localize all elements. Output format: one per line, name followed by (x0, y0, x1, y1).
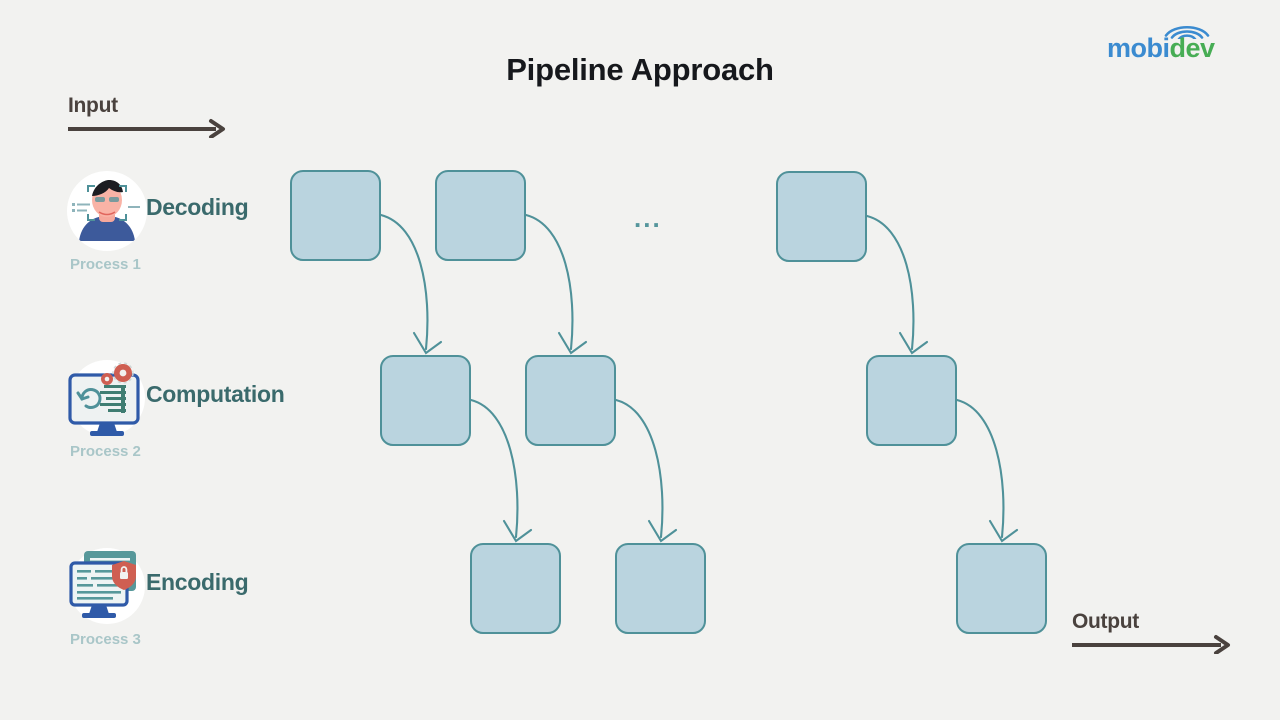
output-arrow-icon (1072, 635, 1230, 654)
ellipsis-indicator: ... (634, 203, 662, 233)
arrowhead-c1 (412, 331, 443, 355)
connector-c3-e3 (955, 398, 1005, 539)
pipeline-node-decoding-3[interactable] (776, 171, 867, 262)
connector-c1-e1 (469, 398, 519, 539)
arrowhead-c2 (557, 331, 588, 355)
pipeline-node-decoding-1[interactable] (290, 170, 381, 261)
pipeline-node-encoding-1[interactable] (470, 543, 561, 634)
connector-d2-c2 (524, 213, 574, 351)
arrowhead-e2 (647, 519, 678, 543)
connector-d1-c1 (379, 213, 429, 351)
monitor-gears-sync-icon (68, 360, 145, 436)
process-title-decoding: Decoding (146, 194, 249, 220)
monitor-shield-lock-icon (69, 548, 145, 624)
output-label: Output (1072, 610, 1140, 633)
process-title-computation: Computation (146, 381, 285, 407)
logo-text-dev: dev (1169, 33, 1216, 63)
process-subtitle-computation: Process 2 (70, 443, 141, 460)
arrowhead-e3 (988, 519, 1019, 543)
pipeline-node-decoding-2[interactable] (435, 170, 526, 261)
arrowhead-e1 (502, 519, 533, 543)
pipeline-node-computation-1[interactable] (380, 355, 471, 446)
process-subtitle-decoding: Process 1 (70, 256, 141, 273)
connector-d3-c3 (865, 214, 915, 351)
input-arrow-icon (68, 119, 225, 138)
input-label: Input (68, 94, 118, 117)
process-subtitle-encoding: Process 3 (70, 631, 141, 648)
logo-text-mobi: mobi (1107, 33, 1170, 63)
mobidev-logo: mobidev (1107, 22, 1232, 62)
pipeline-node-encoding-2[interactable] (615, 543, 706, 634)
pipeline-node-computation-3[interactable] (866, 355, 957, 446)
process-title-encoding: Encoding (146, 569, 249, 595)
wifi-arcs-icon (1164, 25, 1210, 39)
arrowhead-c3 (898, 331, 929, 355)
face-scan-avatar-icon (67, 171, 147, 251)
connector-c2-e2 (614, 398, 664, 539)
pipeline-node-computation-2[interactable] (525, 355, 616, 446)
page-title: Pipeline Approach (506, 52, 774, 87)
logo-wordmark: mobidev (1107, 35, 1215, 62)
pipeline-node-encoding-3[interactable] (956, 543, 1047, 634)
